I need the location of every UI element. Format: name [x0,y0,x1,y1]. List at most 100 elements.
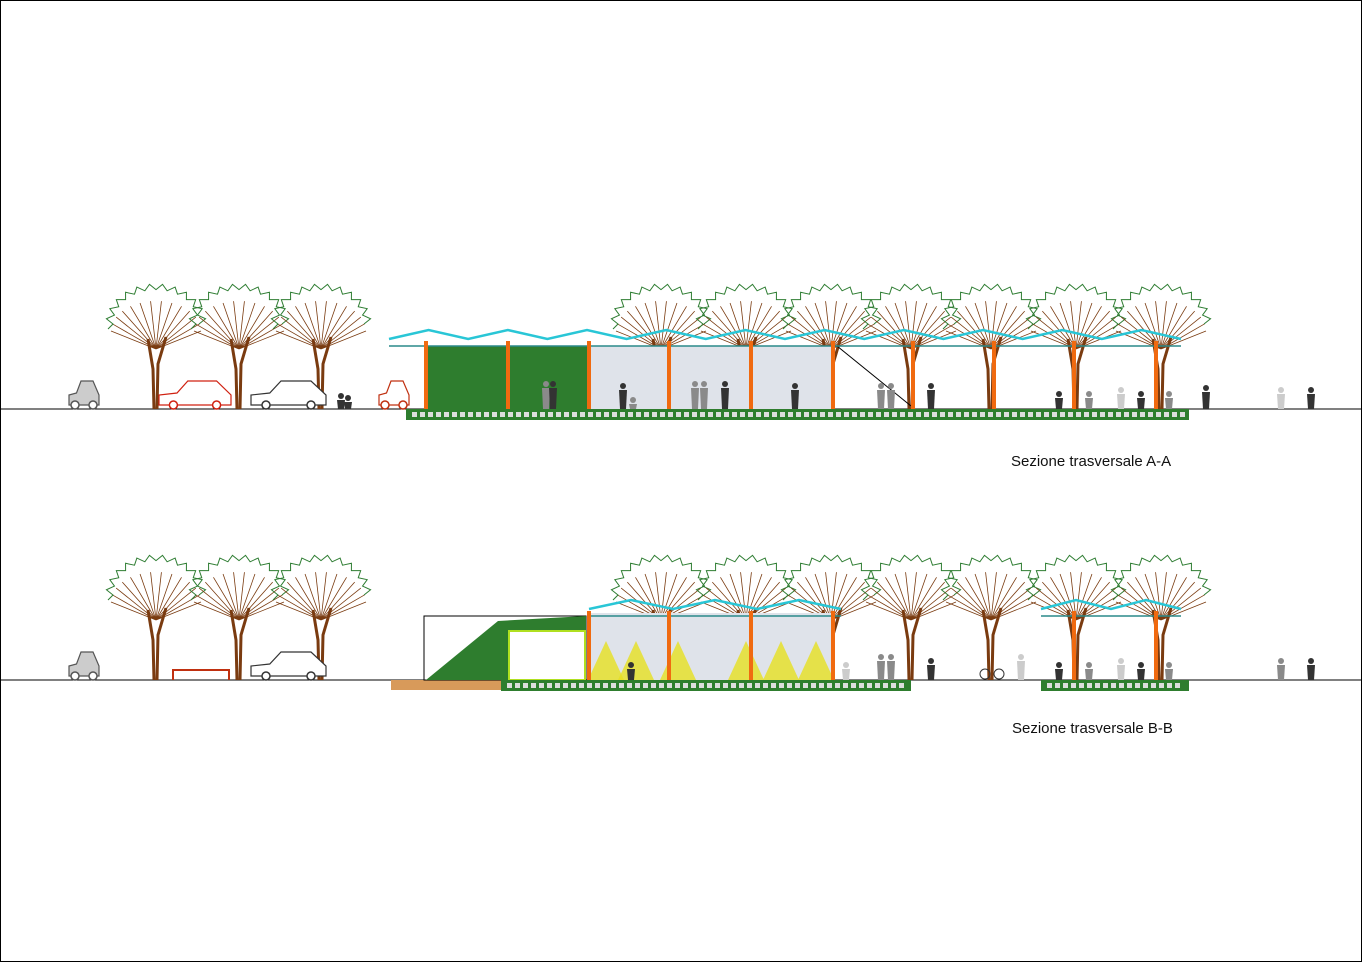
person-silhouette [337,393,345,409]
foundation-block [1052,412,1057,417]
person-body [700,388,708,409]
person-head [345,395,351,401]
foundation-block [619,683,624,688]
foundation-block [684,412,689,417]
foundation-block [691,683,696,688]
foundation-block [667,683,672,688]
tree [860,554,962,681]
column [587,611,591,680]
person-silhouette [887,383,895,409]
foundation-block [883,683,888,688]
person-head [1086,391,1092,397]
person-head [628,662,634,668]
tree [188,283,290,410]
foundation-block [596,412,601,417]
person-body [1165,398,1173,409]
bicycle-wheel [993,668,1005,680]
foundation-block [515,683,520,688]
car-wheel [398,400,408,410]
foundation-block [651,683,656,688]
tree-canopy [270,283,372,330]
person-silhouette [1307,658,1315,680]
foundation-block [1004,412,1009,417]
foundation-block [780,412,785,417]
foundation-block [732,412,737,417]
foundation-block [876,412,881,417]
person-head [722,381,728,387]
car-body [378,380,410,406]
foundation-block [452,412,457,417]
foundation-block [988,412,993,417]
roof-canopy [588,598,842,611]
foundation-block [579,683,584,688]
foundation-block [556,412,561,417]
car-wheel [306,671,316,681]
foundation-block [660,412,665,417]
foundation-block [1164,412,1169,417]
light-cone [728,641,764,680]
column [831,611,835,680]
car-wheel [70,671,80,681]
person-body [1202,392,1210,409]
column [424,341,428,409]
car [68,380,100,410]
person-head [1203,385,1209,391]
bicycle-wheel [979,668,991,680]
foundation-block [852,412,857,417]
person-body [927,665,935,680]
person-body [549,388,557,409]
column [831,341,835,409]
person-body [1085,669,1093,680]
tree-branches [945,572,1037,621]
foundation-block [772,412,777,417]
foundation-block [1047,683,1052,688]
bench [172,669,230,680]
person-silhouette [1085,391,1093,409]
tree-canopy [610,554,712,601]
foundation-block [964,412,969,417]
person-silhouette [1117,387,1125,409]
car-body [250,651,327,677]
car-wheel [261,671,271,681]
person-body [927,390,935,409]
foundation-block [571,683,576,688]
person-silhouette [721,381,729,409]
foundation-block [580,412,585,417]
foundation-block [803,683,808,688]
light-cone [618,641,654,680]
tree-canopy [1025,554,1127,601]
tree [105,283,207,410]
person-body [887,390,895,409]
foundation-block [692,412,697,417]
foundation-block [747,683,752,688]
light-cone [763,641,799,680]
foundation-block [1159,683,1164,688]
column [992,341,996,409]
person-head [338,393,344,399]
car-body [68,651,100,677]
tree-canopy [188,554,290,601]
column [587,341,591,409]
person-body [887,661,895,680]
foundation-block [1135,683,1140,688]
foundation-block [875,683,880,688]
foundation-block [843,683,848,688]
foundation-block [892,412,897,417]
car [158,380,232,410]
column [1072,611,1076,680]
car-body [158,380,232,406]
foundation-block [604,412,609,417]
sail-cable [836,345,912,407]
person-body [1307,665,1315,680]
foundation-block [564,412,569,417]
foundation-block [531,683,536,688]
person-head [630,397,636,403]
tree-canopy [105,554,207,601]
person-head [1278,658,1284,664]
foundation-block [956,412,961,417]
tree-canopy [1110,554,1212,601]
foundation-block [516,412,521,417]
person-silhouette [629,397,637,409]
tree-canopy [1025,283,1127,330]
